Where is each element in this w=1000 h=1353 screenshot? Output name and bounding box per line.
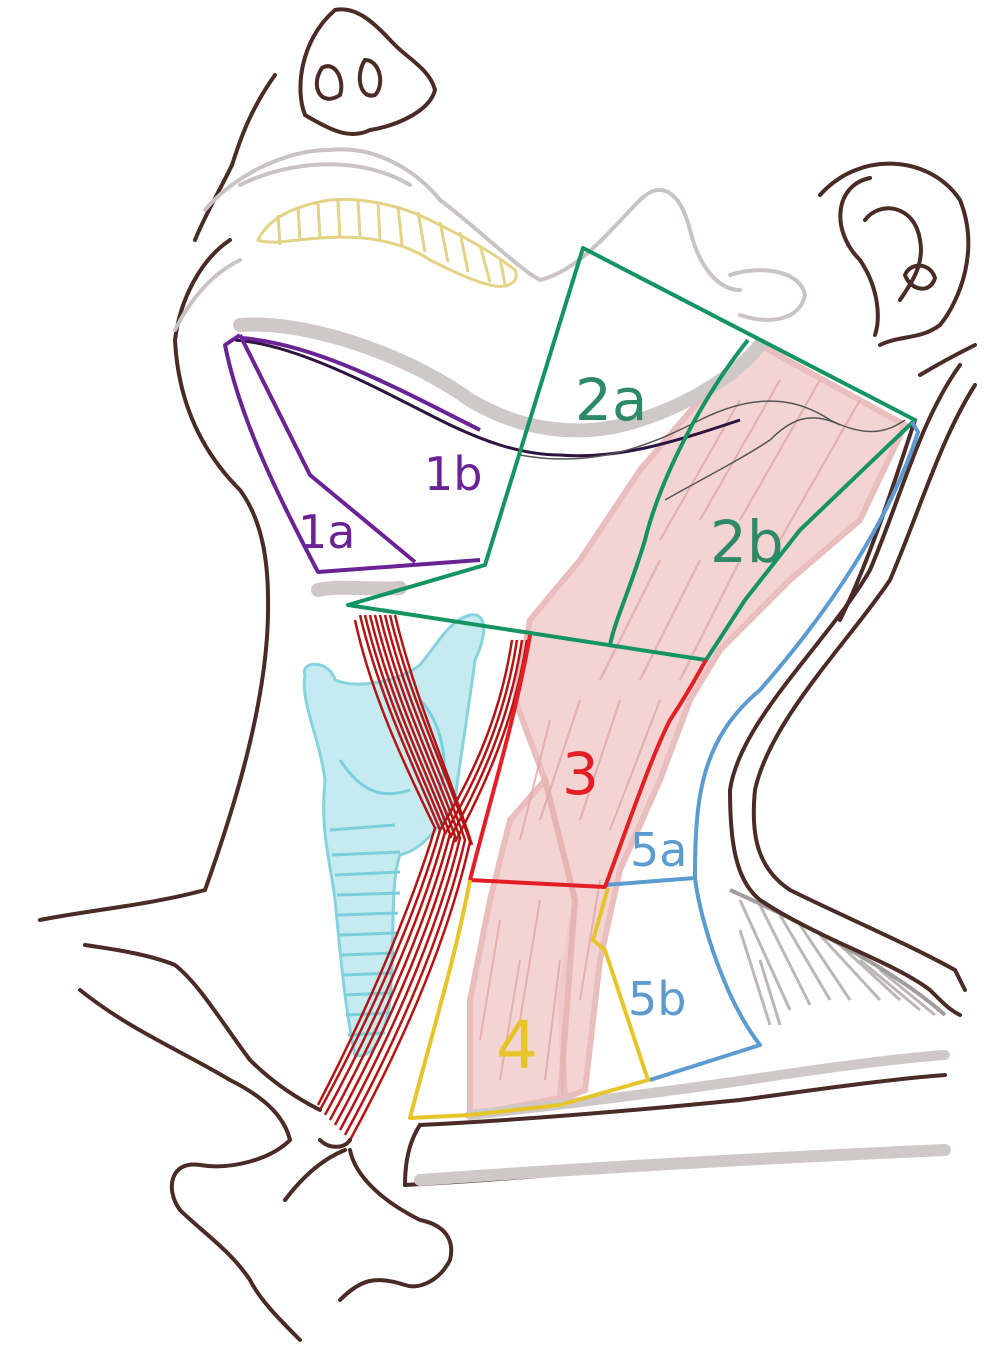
label-4: 4 <box>496 1007 538 1084</box>
teeth <box>255 197 518 288</box>
label-1a: 1a <box>298 505 355 559</box>
label-2a: 2a <box>575 366 647 434</box>
level-4-boundary <box>408 879 650 1120</box>
label-5a: 5a <box>630 823 687 877</box>
label-2b: 2b <box>710 508 784 576</box>
carotid-vessels <box>316 614 529 1141</box>
level-5-boundary <box>604 420 920 1082</box>
level-3-boundary <box>468 634 708 889</box>
level-1-boundary <box>223 333 481 574</box>
hypoglossal-nerve-line <box>234 338 741 458</box>
label-5b: 5b <box>628 972 686 1026</box>
sternocleidomastoid-muscle <box>467 341 909 1119</box>
body-outline <box>38 7 977 1342</box>
label-3: 3 <box>562 740 599 808</box>
trapezius-muscle <box>729 888 947 1026</box>
nerve-thin-line <box>519 400 906 460</box>
region-labels: 1a 1b 2a 2b 3 4 5a 5b <box>298 366 784 1084</box>
level-2-boundary <box>346 246 917 662</box>
nerve-branch-line <box>664 417 841 501</box>
label-1b: 1b <box>424 447 482 501</box>
